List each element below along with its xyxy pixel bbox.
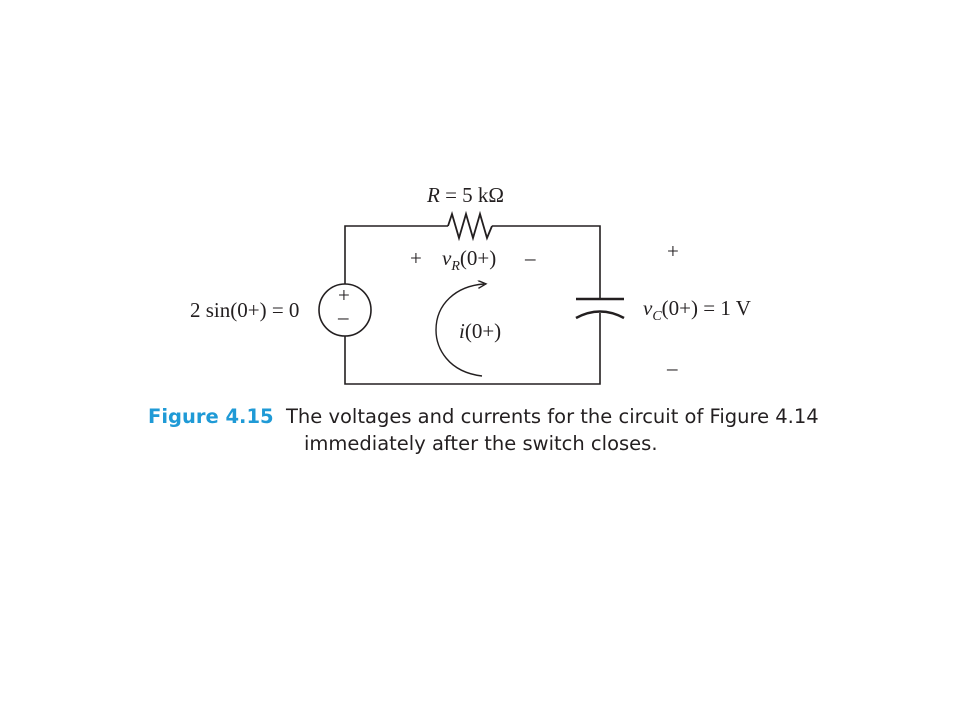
capacitor-voltage-label: vC(0+) = 1 V [643, 296, 751, 324]
resistor-symbol [447, 210, 493, 242]
top-left-wire [344, 225, 448, 284]
resistor-label: R = 5 kΩ [426, 183, 504, 207]
bottom-wire [344, 313, 601, 385]
capacitor-symbol [575, 297, 625, 320]
figure-caption-line-1: Figure 4.15 The voltages and currents fo… [148, 405, 819, 428]
current-i: i [459, 319, 465, 343]
source-minus-sign: – [337, 305, 349, 329]
resistor-voltage-label: vR(0+) [442, 246, 496, 274]
resistor-voltage-arg: (0+) [460, 246, 496, 270]
figure-number: Figure 4.15 [148, 405, 274, 428]
source-plus-sign: + [338, 283, 350, 307]
capacitor-voltage-plus: + [667, 239, 679, 263]
top-right-wire [492, 225, 601, 299]
resistor-voltage-plus: + [410, 246, 422, 270]
caption-text-line-1: The voltages and currents for the circui… [286, 405, 819, 428]
current-direction-arrow [435, 284, 484, 377]
voltage-source-symbol [318, 283, 372, 337]
source-label: 2 sin(0+) = 0 [190, 298, 299, 322]
capacitor-voltage-v: v [643, 296, 653, 320]
figure-caption-line-2: immediately after the switch closes. [304, 432, 658, 455]
resistor-voltage-minus: – [524, 246, 536, 270]
current-label: i(0+) [459, 319, 501, 343]
current-arg: (0+) [465, 319, 501, 343]
resistor-voltage-subscript: R [450, 259, 460, 274]
resistor-voltage-v: v [442, 246, 452, 270]
capacitor-voltage-minus: – [666, 356, 678, 380]
capacitor-voltage-arg: (0+) = 1 V [662, 296, 751, 320]
circuit-wires [344, 225, 601, 385]
caption-spacer [274, 405, 286, 428]
resistor-value: = 5 kΩ [440, 183, 504, 207]
capacitor-voltage-subscript: C [652, 309, 662, 324]
resistor-symbol-letter: R [426, 183, 440, 207]
